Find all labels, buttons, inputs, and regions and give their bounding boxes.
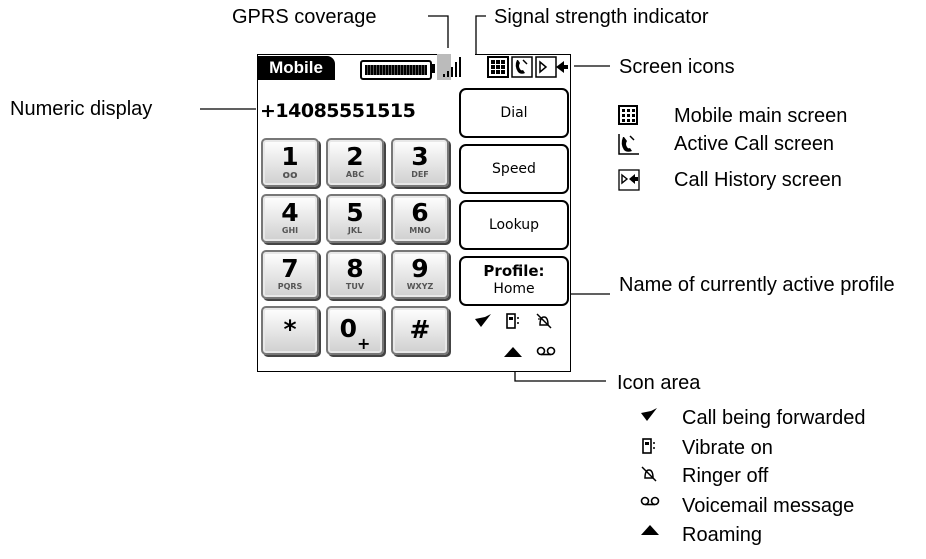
dial-button[interactable]: Dial — [459, 88, 569, 138]
roaming-icon — [641, 525, 659, 535]
battery-icon — [360, 60, 432, 80]
profile-button[interactable]: Profile: Home — [459, 256, 569, 306]
legend-row-call-history: Call History screen — [618, 168, 842, 192]
call-forward-icon — [475, 314, 491, 327]
ringer-off-icon — [641, 466, 657, 482]
legend-label: Voicemail message — [682, 494, 855, 517]
legend-label: Vibrate on — [682, 436, 773, 459]
signal-strength-icon — [437, 54, 475, 80]
legend-row-ringer-off: Ringer off — [640, 464, 768, 488]
legend-label: Roaming — [682, 523, 763, 546]
vibrate-icon — [506, 313, 519, 329]
call-history-icon — [618, 169, 640, 191]
profile-name: Home — [493, 281, 535, 297]
legend-row-call-forward: Call being forwarded — [640, 406, 865, 430]
lookup-button[interactable]: Lookup — [459, 200, 569, 250]
profile-title: Profile: — [483, 262, 545, 280]
active-call-screen-icon[interactable] — [511, 56, 533, 78]
ringer-off-icon — [536, 313, 552, 329]
legend-label: Ringer off — [682, 464, 769, 487]
signal-strength-label: Signal strength indicator — [494, 6, 709, 28]
legend-row-voicemail: Voicemail message — [640, 494, 854, 518]
roaming-icon — [504, 347, 522, 357]
battery-tip — [431, 64, 435, 73]
gprs-coverage-label: GPRS coverage — [232, 6, 377, 28]
mobile-tab[interactable]: Mobile — [257, 56, 335, 80]
legend-label: Mobile main screen — [674, 104, 848, 127]
legend-row-vibrate: Vibrate on — [640, 436, 773, 460]
voicemail-icon — [640, 496, 660, 506]
icon-area-label: Icon area — [617, 372, 701, 394]
legend-label: Active Call screen — [674, 132, 835, 155]
numeric-display: +14085551515 — [260, 100, 416, 122]
legend-row-active-call: Active Call screen — [618, 132, 834, 156]
active-call-icon — [618, 134, 639, 155]
mobile-main-icon — [618, 105, 638, 125]
call-history-screen-icon[interactable] — [535, 56, 569, 78]
voicemail-icon — [536, 346, 556, 356]
legend-row-mobile-main: Mobile main screen — [618, 104, 847, 128]
profile-name-label: Name of currently active profile — [619, 274, 895, 296]
screen-icons-label: Screen icons — [619, 56, 735, 78]
speed-button[interactable]: Speed — [459, 144, 569, 194]
key-star[interactable]: * — [261, 306, 319, 355]
legend-row-roaming: Roaming — [640, 523, 762, 547]
vibrate-icon — [642, 438, 655, 454]
key-0[interactable]: 0+ — [326, 306, 384, 355]
legend-label: Call History screen — [674, 168, 842, 191]
legend-label: Call being forwarded — [682, 406, 866, 429]
key-hash[interactable]: # — [391, 306, 449, 355]
mobile-main-screen-icon[interactable] — [487, 56, 509, 78]
numeric-display-label: Numeric display — [10, 98, 153, 120]
call-forward-icon — [641, 408, 657, 421]
